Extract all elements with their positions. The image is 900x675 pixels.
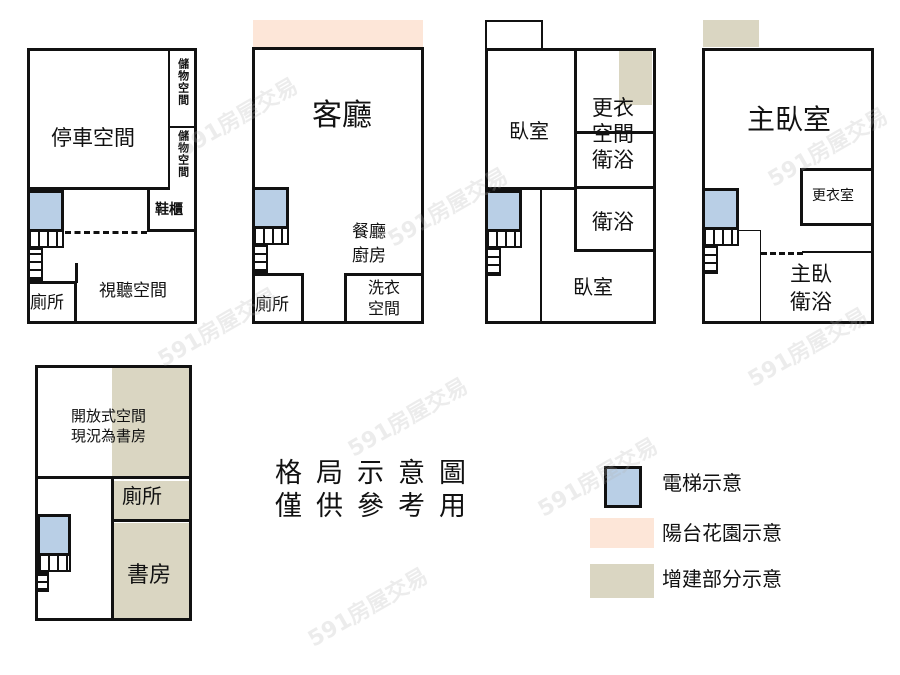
floor3-dressing-label-1: 更衣 <box>592 96 634 120</box>
legend-elevator-swatch <box>604 466 642 508</box>
floor1-stairs-horizontal <box>27 232 64 248</box>
floor4-master-bath-label-1: 主臥 <box>790 262 832 286</box>
floor-plan-5: 開放式空間 現況為書房 廁所 書房 <box>35 365 192 621</box>
floor5-open-space-label-1: 開放式空間 <box>71 407 147 425</box>
disclaimer-line-1: 格局示意圖 <box>275 458 480 489</box>
floor3-stairs-horizontal <box>485 232 522 248</box>
floor3-addition-area <box>619 51 652 105</box>
floor4-master-bedroom-label: 主臥室 <box>747 103 832 136</box>
floor5-toilet-divider <box>111 519 192 522</box>
floor1-dashed-boundary <box>65 231 147 234</box>
floor4-dashed-boundary <box>761 252 803 255</box>
floor5-elevator <box>37 514 71 556</box>
floor1-stairs-vertical <box>27 248 43 281</box>
floor3-roof-box <box>485 20 543 50</box>
floor5-addition-toilet <box>114 481 189 519</box>
floor3-bedroom-top <box>485 48 577 190</box>
floor2-living-room-label: 客廳 <box>312 98 372 133</box>
floor3-bath-1-label: 衛浴 <box>592 148 634 172</box>
legend-addition-swatch <box>590 564 654 598</box>
floor1-av-room-label: 視聽空間 <box>99 281 167 301</box>
floor1-toilet <box>27 281 77 324</box>
floor2-outline <box>252 47 424 324</box>
floor-plan-2: 客廳 餐廳 廚房 廁所 洗衣 空間 <box>252 47 424 324</box>
floor5-toilet-label: 廁所 <box>122 484 162 508</box>
floor1-shoe-cabinet-label: 鞋櫃 <box>155 202 183 218</box>
legend-balcony-swatch <box>590 518 654 548</box>
floor3-bath-2 <box>574 189 656 252</box>
disclaimer-line-2: 僅供參考用 <box>275 491 480 523</box>
floor4-master-bath-label-2: 衛浴 <box>790 290 832 314</box>
watermark: 591房屋交易 <box>303 563 433 653</box>
floor4-walk-in-closet-label: 更衣室 <box>812 188 854 204</box>
floor4-outline <box>702 48 874 324</box>
floor1-parking-room <box>27 48 170 190</box>
floor5-inner-wall <box>111 476 114 621</box>
floor2-dining-label-2: 廚房 <box>352 246 386 266</box>
floor1-outline <box>27 48 197 324</box>
disclaimer: 格局示意圖 僅供參考用 <box>275 458 495 522</box>
legend-addition-label: 增建部分示意 <box>662 567 782 591</box>
floor-plan-4: 主臥室 更衣室 主臥 衛浴 <box>702 48 874 324</box>
legend: 電梯示意 陽台花園示意 增建部分示意 <box>590 462 850 602</box>
floor4-addition-area <box>703 20 759 47</box>
floor4-elevator <box>702 188 739 230</box>
floor3-stairs-vertical <box>485 248 501 276</box>
floor4-stairs-vertical <box>702 246 718 274</box>
floor5-stairs-horizontal <box>37 556 71 572</box>
floor1-storage-top-label: 儲物空間 <box>176 58 190 106</box>
floor2-laundry-label-2: 空間 <box>368 299 401 318</box>
floor-plan-3: 臥室 更衣 空間 衛浴 衛浴 臥室 <box>485 48 656 324</box>
floor1-shoe-cabinet <box>147 190 197 232</box>
floor2-dining-label-1: 餐廳 <box>352 222 386 242</box>
legend-elevator-label: 電梯示意 <box>662 471 742 495</box>
floor4-walk-in-closet <box>800 168 874 226</box>
floor2-elevator <box>252 187 289 229</box>
floor1-toilet-label: 廁所 <box>30 293 64 313</box>
floor1-wall-stub <box>75 263 78 283</box>
floor1-storage-bottom-label: 儲物空間 <box>176 130 190 178</box>
floor-plan-1: 停車空間 儲物空間 儲物空間 鞋櫃 廁所 視聽空間 <box>27 48 197 324</box>
floor3-bedroom-bottom-label: 臥室 <box>573 275 613 299</box>
floor5-addition-study <box>114 523 189 619</box>
floor2-stairs-vertical <box>252 245 268 273</box>
floor5-stairs-vertical <box>35 572 49 592</box>
floor3-bath-2-label: 衛浴 <box>592 210 634 234</box>
floor5-study-label: 書房 <box>127 563 172 588</box>
floor1-parking-label: 停車空間 <box>51 126 135 150</box>
floor2-laundry <box>344 273 424 324</box>
floor3-bedroom-top-label: 臥室 <box>509 119 549 143</box>
floor2-laundry-label-1: 洗衣 <box>368 278 401 297</box>
floor2-balcony-garden <box>253 20 423 47</box>
floor3-elevator <box>485 190 522 232</box>
floor3-dressing-label-2: 空間 <box>592 122 634 146</box>
floor2-stairs-horizontal <box>252 229 289 245</box>
floor2-toilet <box>252 273 304 324</box>
floor4-stairs-horizontal <box>702 230 739 246</box>
floor5-addition-top <box>112 368 189 476</box>
watermark: 591房屋交易 <box>343 373 473 463</box>
floor5-open-space-label-2: 現況為書房 <box>71 427 147 445</box>
floor1-elevator <box>27 190 64 232</box>
floor4-master-bath <box>802 251 874 253</box>
floor3-bath-1 <box>574 131 656 189</box>
floor4-stair-enclosure <box>739 230 761 324</box>
legend-balcony-label: 陽台花園示意 <box>662 521 782 545</box>
floor3-corridor-wall <box>540 190 542 324</box>
floor2-toilet-label: 廁所 <box>255 295 289 315</box>
floor1-storage-divider <box>170 126 197 128</box>
